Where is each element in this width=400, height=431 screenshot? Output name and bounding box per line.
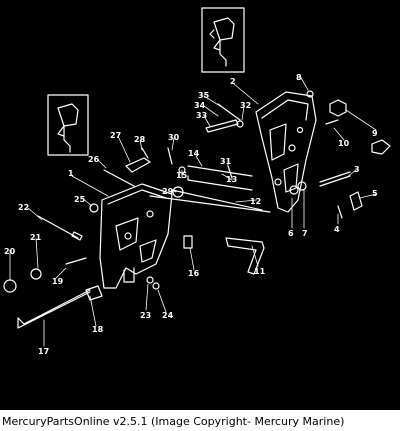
stern-bracket-left (99, 183, 173, 289)
callout-12: 12 (250, 197, 261, 206)
nut-8 (306, 90, 314, 98)
leader-lines (9, 75, 377, 347)
callout-16: 16 (188, 269, 200, 278)
washer-32 (236, 120, 244, 128)
washer-21 (30, 268, 42, 280)
nut-20 (3, 279, 17, 293)
screw-28 (141, 147, 149, 159)
callout-20: 20 (4, 247, 16, 256)
bolt-22 (37, 215, 83, 241)
swivel-shaft (171, 189, 263, 211)
washer-6 (289, 185, 299, 195)
clip-5 (349, 191, 363, 211)
l-shaped-handle-rod (17, 289, 91, 329)
callout-1: 1 (68, 169, 74, 178)
tilt-tube (187, 165, 253, 191)
callout-8: 8 (296, 73, 302, 82)
callout-25: 25 (74, 195, 86, 204)
callout-17: 17 (38, 347, 49, 356)
callout-34: 34 (194, 101, 206, 110)
bolt-26 (103, 169, 135, 187)
callout-29: 29 (162, 187, 174, 196)
pad-16 (183, 235, 193, 249)
stern-bracket-right (255, 91, 317, 213)
callout-21: 21 (30, 233, 42, 242)
callout-32: 32 (240, 101, 251, 110)
exploded-parts-diagram: 1 2 3 4 5 6 7 8 9 10 11 12 13 14 15 16 1… (0, 0, 400, 410)
pin-19 (65, 257, 87, 265)
callout-30: 30 (168, 133, 180, 142)
outboard-motor-inset-small (47, 94, 89, 156)
screw-35 (217, 103, 241, 121)
nut-23 (146, 276, 154, 284)
callout-7: 7 (302, 229, 308, 238)
callout-10: 10 (338, 139, 350, 148)
hex-nut-9 (329, 99, 347, 117)
callout-3: 3 (354, 165, 360, 174)
screw-31 (227, 165, 233, 179)
callout-13: 13 (226, 175, 237, 184)
callout-31: 31 (220, 157, 232, 166)
callout-18: 18 (92, 325, 104, 334)
washer-7 (297, 181, 307, 191)
tilt-lock-lever (225, 237, 265, 275)
callout-22: 22 (18, 203, 29, 212)
callout-14: 14 (188, 149, 200, 158)
callout-23: 23 (140, 311, 151, 320)
callout-2: 2 (230, 77, 236, 86)
pin-3 (319, 171, 351, 187)
callout-28: 28 (134, 135, 146, 144)
callout-9: 9 (372, 129, 378, 138)
washer-25 (89, 203, 99, 213)
callout-11: 11 (254, 267, 266, 276)
screw-30 (167, 147, 173, 165)
callout-27: 27 (110, 131, 121, 140)
bushing-18 (85, 285, 103, 301)
callout-26: 26 (88, 155, 100, 164)
callout-4: 4 (334, 225, 340, 234)
callout-33: 33 (196, 111, 207, 120)
bracket-clip-top (371, 139, 391, 155)
callout-6: 6 (288, 229, 294, 238)
copyright-caption: MercuryPartsOnline v2.5.1 (Image Copyrig… (2, 415, 345, 428)
outboard-motor-inset-large (201, 7, 245, 73)
tilt-rod (149, 195, 271, 213)
link-27 (125, 157, 151, 173)
callout-15: 15 (176, 171, 188, 180)
callout-19: 19 (52, 277, 64, 286)
callout-24: 24 (162, 311, 174, 320)
plate-33 (205, 119, 239, 133)
diagram-drawing: 1 2 3 4 5 6 7 8 9 10 11 12 13 14 15 16 1… (3, 7, 391, 356)
washer-29 (172, 186, 184, 198)
callout-35: 35 (198, 91, 210, 100)
washer-24 (152, 282, 160, 290)
bolt-10 (325, 119, 339, 125)
grease-fitting-4 (337, 205, 343, 219)
callout-5: 5 (372, 189, 378, 198)
